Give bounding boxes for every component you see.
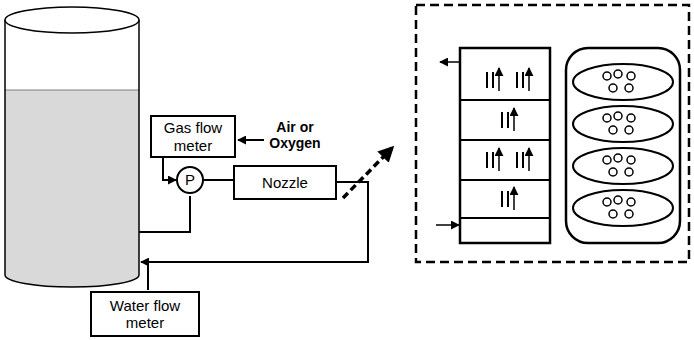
nozzle-channels bbox=[436, 48, 550, 243]
flow-arrow bbox=[163, 158, 176, 180]
plate bbox=[522, 152, 524, 168]
node-text: Water flow meter bbox=[97, 297, 193, 332]
orifice-symbol bbox=[487, 68, 499, 91]
meter-box: Water flow meter bbox=[90, 291, 200, 337]
hole-ring bbox=[573, 64, 673, 100]
hole-groups bbox=[573, 64, 673, 226]
suction-pipe bbox=[139, 196, 190, 232]
hole bbox=[627, 72, 635, 80]
orifice-symbol bbox=[517, 148, 529, 171]
hole bbox=[603, 198, 611, 206]
channel-line bbox=[460, 179, 550, 181]
orifice-symbol bbox=[517, 68, 529, 91]
plate bbox=[516, 152, 518, 168]
hole bbox=[625, 84, 633, 92]
hole-ring bbox=[573, 106, 673, 142]
hole bbox=[625, 126, 633, 134]
outlet-arrow bbox=[440, 61, 460, 63]
orifice-symbols bbox=[487, 68, 529, 210]
channel-line bbox=[460, 99, 550, 101]
hole bbox=[609, 84, 617, 92]
flow-arrow bbox=[498, 68, 500, 91]
flow-arrow bbox=[513, 187, 515, 210]
hole bbox=[614, 196, 622, 204]
hole-ring bbox=[573, 190, 673, 226]
node-text: Gas flow meter bbox=[157, 119, 229, 154]
inlet-arrow bbox=[436, 224, 459, 226]
pump-symbol: P bbox=[176, 166, 204, 194]
flow-arrow bbox=[513, 108, 515, 131]
hole bbox=[627, 114, 635, 122]
orifice-symbol bbox=[502, 187, 514, 210]
pipe bbox=[204, 179, 233, 181]
channel-line bbox=[460, 139, 550, 141]
node-text: Nozzle bbox=[262, 174, 308, 191]
zoom-arrow bbox=[343, 148, 392, 198]
water-tank bbox=[5, 7, 139, 287]
plate bbox=[516, 72, 518, 88]
flow-arrow bbox=[498, 148, 500, 171]
hole bbox=[603, 114, 611, 122]
tank-top bbox=[5, 7, 139, 33]
gas-label: Air or Oxygen bbox=[262, 119, 328, 151]
detail-frame bbox=[416, 5, 689, 262]
gas-inlet-arrow bbox=[238, 139, 264, 141]
hole bbox=[625, 168, 633, 176]
hole bbox=[609, 210, 617, 218]
orifice-symbol bbox=[487, 148, 499, 171]
hole bbox=[614, 112, 622, 120]
hole bbox=[614, 70, 622, 78]
hole bbox=[627, 156, 635, 164]
channel-line bbox=[460, 217, 550, 219]
plate bbox=[501, 112, 503, 128]
hole-group bbox=[573, 148, 673, 184]
meter-box: Gas flow meter bbox=[150, 115, 236, 158]
water-surface bbox=[5, 90, 139, 91]
plate bbox=[492, 72, 494, 88]
hole-group bbox=[573, 64, 673, 100]
channel-block bbox=[460, 48, 550, 243]
hole bbox=[614, 154, 622, 162]
meter-line bbox=[147, 262, 149, 290]
tank-wall bbox=[4, 20, 6, 275]
plate bbox=[507, 112, 509, 128]
water bbox=[5, 90, 139, 287]
hole bbox=[609, 168, 617, 176]
nozzle-box: Nozzle bbox=[233, 165, 337, 200]
hole-ring bbox=[573, 148, 673, 184]
plate bbox=[501, 191, 503, 207]
orifice-symbol bbox=[502, 108, 514, 131]
node-text: P bbox=[185, 171, 195, 188]
tank-bottom bbox=[5, 275, 139, 287]
hole bbox=[627, 198, 635, 206]
plate bbox=[486, 152, 488, 168]
plate bbox=[486, 72, 488, 88]
hole bbox=[603, 72, 611, 80]
hole bbox=[603, 156, 611, 164]
hole bbox=[609, 126, 617, 134]
plate bbox=[522, 72, 524, 88]
hole-group bbox=[573, 106, 673, 142]
hole-group bbox=[573, 190, 673, 226]
hole bbox=[625, 210, 633, 218]
flow-arrow bbox=[528, 148, 530, 171]
plate-outline bbox=[566, 48, 680, 243]
nozzle-plate bbox=[566, 48, 680, 243]
plate bbox=[507, 191, 509, 207]
tank-wall bbox=[138, 20, 140, 275]
plate bbox=[492, 152, 494, 168]
flow-arrow bbox=[528, 68, 530, 91]
